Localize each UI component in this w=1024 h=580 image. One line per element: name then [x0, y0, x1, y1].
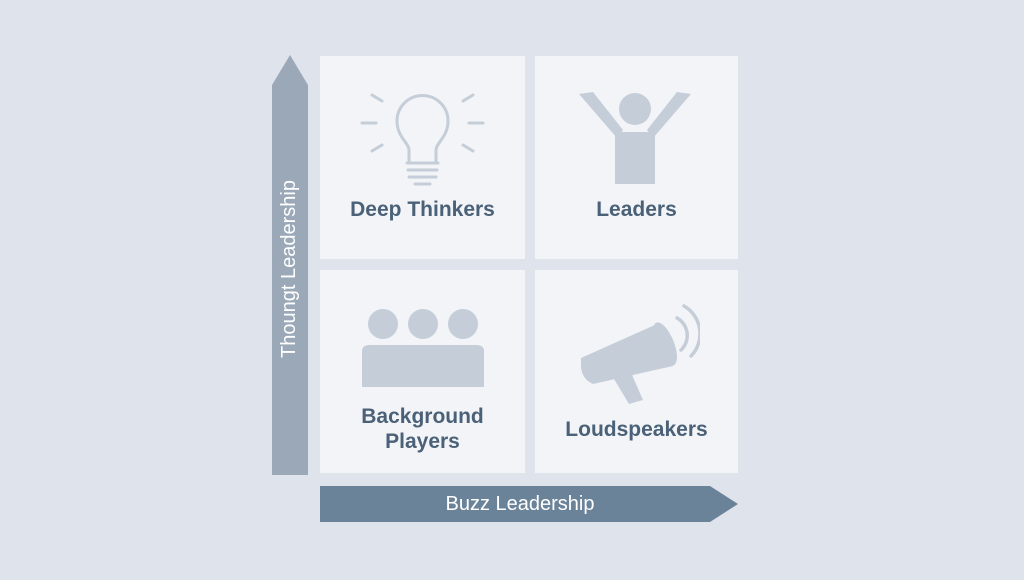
- quadrant-label: Deep Thinkers: [350, 198, 495, 221]
- x-axis-label: Buzz Leadership: [445, 493, 595, 515]
- quadrant-deep-thinkers: Deep Thinkers: [320, 56, 525, 259]
- quadrant-background-players: Background Players: [320, 270, 525, 473]
- buzz-leadership-arrow: [320, 486, 738, 522]
- group-of-people-icon: [362, 309, 484, 387]
- quadrant-leaders: Leaders: [535, 56, 738, 259]
- person-arms-raised-icon: [579, 92, 691, 184]
- quadrant-label: Background Players: [361, 405, 484, 453]
- megaphone-icon: [581, 304, 700, 404]
- quadrant-loudspeakers: Loudspeakers: [535, 270, 738, 473]
- quadrant-label: Loudspeakers: [565, 418, 708, 441]
- lightbulb-icon: [360, 93, 485, 186]
- y-axis-label: Thoungt Leadership: [278, 180, 300, 358]
- quadrant-label: Leaders: [596, 198, 677, 221]
- thought-leadership-arrow: [272, 55, 308, 475]
